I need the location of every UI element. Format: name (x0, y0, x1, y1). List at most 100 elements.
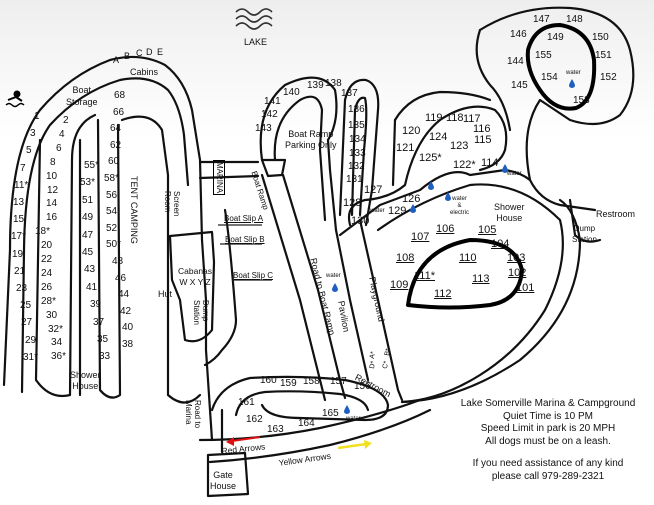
campsite-number: 143 (255, 123, 272, 134)
campsite-number: 114 (481, 157, 499, 169)
campsite-number: 26 (41, 281, 53, 293)
campsite-number: 157 (330, 376, 347, 387)
campsite-number: 37 (93, 316, 105, 328)
campsite-number: 142 (261, 109, 278, 120)
arrow-right-icon (338, 440, 372, 450)
hut-label: Hut (158, 289, 173, 299)
campsite-number: 119 (425, 112, 443, 124)
campsite-number: 1 (34, 111, 40, 122)
campsite-number: 123 (450, 140, 469, 152)
water-drop-icon (332, 283, 338, 292)
campsite-number: 113 (472, 273, 490, 285)
campsite-number: 5 (26, 145, 32, 157)
campsite-number: 29 (25, 334, 37, 346)
campsite-number: 121 (396, 142, 415, 154)
campsite-number: 16 (46, 212, 58, 224)
campsite-number: 28* (41, 295, 57, 307)
campsite-number: 44 (118, 289, 130, 301)
campsite-number: 102 (508, 267, 527, 279)
campsite-number: 4 (59, 128, 65, 140)
campsite-number: 3 (30, 128, 36, 140)
campsite-number: 162 (246, 414, 263, 425)
notice-line: Speed Limit in park is 20 MPH (480, 423, 616, 434)
campsite-number: 11* (14, 179, 29, 191)
cabin-a: A (113, 55, 120, 65)
campsite-number: 43 (84, 264, 96, 276)
campsite-number: 126 (402, 193, 421, 205)
campsite-number: 41 (86, 281, 98, 293)
campsite-number: 33 (99, 351, 111, 363)
campsite-number: 2 (63, 115, 69, 126)
water-label: water (566, 70, 581, 76)
campsite-number: 141 (264, 96, 281, 107)
boat-ramp-parking-label: Boat Ramp Parking Only (285, 129, 337, 150)
campsite-number: 125* (419, 152, 442, 164)
campsite-number: 105 (478, 224, 497, 236)
campsite-number: 101 (516, 282, 535, 294)
campsite-number: 50* (106, 239, 122, 251)
campsite-number: 117 (463, 113, 481, 125)
campsite-number: 165 (322, 408, 339, 419)
campsite-number: 52 (106, 222, 118, 234)
campsite-number: 161 (238, 397, 255, 408)
notice-title: Lake Somerville Marina & Campground (460, 398, 636, 409)
campsite-number: 151 (595, 50, 612, 61)
campsite-number: 42 (120, 305, 132, 317)
campsite-number: 36* (51, 351, 67, 363)
campsite-number: 146 (510, 29, 527, 40)
site-a: A* (368, 350, 378, 360)
campsite-number: 40 (122, 322, 134, 334)
campsite-number: 49 (82, 212, 94, 224)
campsite-number: 108 (396, 252, 415, 264)
water-label: water (507, 171, 522, 177)
campsite-number: 60 (108, 156, 120, 168)
campsite-number: 153 (573, 95, 590, 106)
campsite-number: 66 (113, 106, 125, 118)
site-c: C* (381, 360, 391, 370)
campsite-number: 64 (110, 123, 122, 135)
campground-notice: Lake Somerville Marina & Campground Quie… (448, 398, 648, 483)
water-label: water (326, 273, 341, 279)
campsite-number: 58* (104, 173, 120, 184)
boat-slip-c-label: Boat Slip C (233, 271, 274, 280)
campsite-number: 149 (547, 32, 564, 43)
water-drop-icon (445, 192, 451, 201)
campsite-number: 130 (351, 215, 370, 227)
campsite-number: 132 (348, 161, 365, 172)
campsite-number: 10 (46, 170, 58, 182)
water-electric-label: water & electric (450, 196, 470, 216)
campsite-number: 47 (82, 229, 94, 241)
campsite-number: 129 (388, 205, 407, 217)
campsite-number: 34 (51, 337, 63, 349)
campsite-number: 62 (110, 139, 122, 151)
campsite-number: 124 (429, 131, 448, 143)
campsite-number: 45 (82, 247, 94, 258)
campsite-number: 118 (446, 112, 464, 124)
campsite-number: 20 (41, 240, 53, 252)
notice-line: All dogs must be on a leash. (485, 435, 611, 447)
campsite-number: 14 (46, 198, 58, 210)
boat-slip-b-label: Boat Slip B (225, 235, 265, 244)
swimmer-icon (5, 90, 25, 108)
campsite-number: 158 (303, 376, 320, 387)
campsite-number: 46 (115, 272, 127, 284)
campsite-number: 32* (48, 323, 64, 335)
campsite-number: 106 (436, 223, 455, 235)
gate-house-label: Gate House (210, 470, 237, 491)
campsite-number: 150 (592, 32, 609, 43)
road-to-marina-label: Road to Marina (184, 400, 202, 429)
campsite-number: 112 (434, 288, 452, 300)
campsite-number: 160 (260, 375, 277, 386)
campsite-number: 8 (50, 156, 56, 168)
arrow-left-icon (226, 436, 260, 446)
shower-house-right-label: Shower House (494, 202, 525, 223)
campsite-number: 159 (280, 378, 297, 389)
campsite-number: 107 (411, 231, 430, 243)
campsite-number: 15 (13, 214, 25, 226)
campsite-number: 131 (346, 174, 363, 185)
notice-line: Quiet Time is 10 PM (502, 410, 594, 422)
campsite-number: 133 (349, 148, 366, 159)
shower-house-left-label: Shower House (70, 370, 101, 391)
